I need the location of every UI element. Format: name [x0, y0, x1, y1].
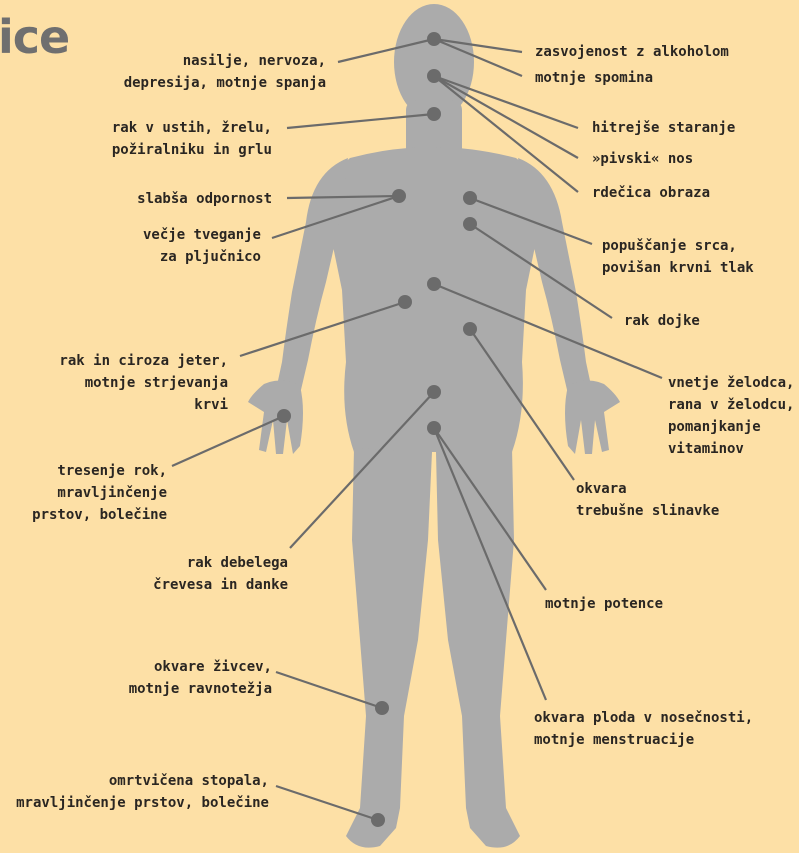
label-plod: okvara ploda v nosečnosti, motnje menstr…: [534, 707, 753, 751]
label-stopala: omrtvičena stopala, mravljinčenje prstov…: [16, 770, 269, 814]
label-line: črevesa in danke: [153, 574, 288, 596]
label-srce: popuščanje srca, povišan krvni tlak: [602, 235, 754, 279]
marker-heart: [463, 191, 477, 205]
label-line: rana v želodcu,: [668, 394, 794, 416]
label-staranje: hitrejše staranje: [592, 117, 735, 139]
label-potenca: motnje potence: [545, 593, 663, 615]
label-tresenje: tresenje rok, mravljinčenje prstov, bole…: [32, 460, 167, 526]
marker-liver: [398, 295, 412, 309]
label-line: vitaminov: [668, 438, 794, 460]
label-line: motnje strjevanja: [59, 372, 228, 394]
marker-chest-left: [392, 189, 406, 203]
marker-foot: [371, 813, 385, 827]
label-line: krvi: [59, 394, 228, 416]
label-line: motnje potence: [545, 593, 663, 615]
label-line: depresija, motnje spanja: [124, 72, 326, 94]
label-line: rak v ustih, žrelu,: [112, 117, 272, 139]
marker-hand: [277, 409, 291, 423]
label-line: vnetje želodca,: [668, 372, 794, 394]
label-line: prstov, bolečine: [32, 504, 167, 526]
marker-stomach: [427, 277, 441, 291]
label-line: mravljinčenje: [32, 482, 167, 504]
label-zivci: okvare živcev, motnje ravnotežja: [129, 656, 272, 700]
label-line: popuščanje srca,: [602, 235, 754, 257]
label-nos: »pivski« nos: [592, 148, 693, 170]
label-line: motnje menstruacije: [534, 729, 753, 751]
label-line: motnje ravnotežja: [129, 678, 272, 700]
label-line: hitrejše staranje: [592, 117, 735, 139]
label-line: zasvojenost z alkoholom: [535, 41, 729, 63]
label-line: tresenje rok,: [32, 460, 167, 482]
marker-colon: [427, 385, 441, 399]
label-line: okvara ploda v nosečnosti,: [534, 707, 753, 729]
label-nasilje: nasilje, nervoza, depresija, motnje span…: [124, 50, 326, 94]
marker-throat: [427, 107, 441, 121]
label-rak-ust: rak v ustih, žrelu, požiralniku in grlu: [112, 117, 272, 161]
marker-knee: [375, 701, 389, 715]
label-line: »pivski« nos: [592, 148, 693, 170]
label-line: okvare živcev,: [129, 656, 272, 678]
marker-head: [427, 32, 441, 46]
label-dojka: rak dojke: [624, 310, 700, 332]
marker-pancreas: [463, 322, 477, 336]
label-line: večje tveganje: [143, 224, 261, 246]
label-obraz: rdečica obraza: [592, 182, 710, 204]
marker-pelvis: [427, 421, 441, 435]
label-slinavka: okvara trebušne slinavke: [576, 478, 719, 522]
label-crevo: rak debelega črevesa in danke: [153, 552, 288, 596]
label-line: omrtvičena stopala,: [16, 770, 269, 792]
label-spomin: motnje spomina: [535, 67, 653, 89]
marker-breast: [463, 217, 477, 231]
label-zelodec: vnetje želodca, rana v želodcu, pomanjka…: [668, 372, 794, 460]
label-line: rak debelega: [153, 552, 288, 574]
label-line: motnje spomina: [535, 67, 653, 89]
label-odpornost: slabša odpornost: [137, 188, 272, 210]
label-line: požiralniku in grlu: [112, 139, 272, 161]
label-line: nasilje, nervoza,: [124, 50, 326, 72]
label-zasvojenost: zasvojenost z alkoholom: [535, 41, 729, 63]
label-pljucnica: večje tveganje za pljučnico: [143, 224, 261, 268]
label-line: rak dojke: [624, 310, 700, 332]
label-line: mravljinčenje prstov, bolečine: [16, 792, 269, 814]
label-line: rdečica obraza: [592, 182, 710, 204]
label-line: rak in ciroza jeter,: [59, 350, 228, 372]
label-line: okvara: [576, 478, 719, 500]
label-line: povišan krvni tlak: [602, 257, 754, 279]
label-line: za pljučnico: [143, 246, 261, 268]
label-jetra: rak in ciroza jeter, motnje strjevanja k…: [59, 350, 228, 416]
label-line: trebušne slinavke: [576, 500, 719, 522]
page-title: ice: [0, 14, 69, 60]
label-line: slabša odpornost: [137, 188, 272, 210]
marker-face: [427, 69, 441, 83]
label-line: pomanjkanje: [668, 416, 794, 438]
